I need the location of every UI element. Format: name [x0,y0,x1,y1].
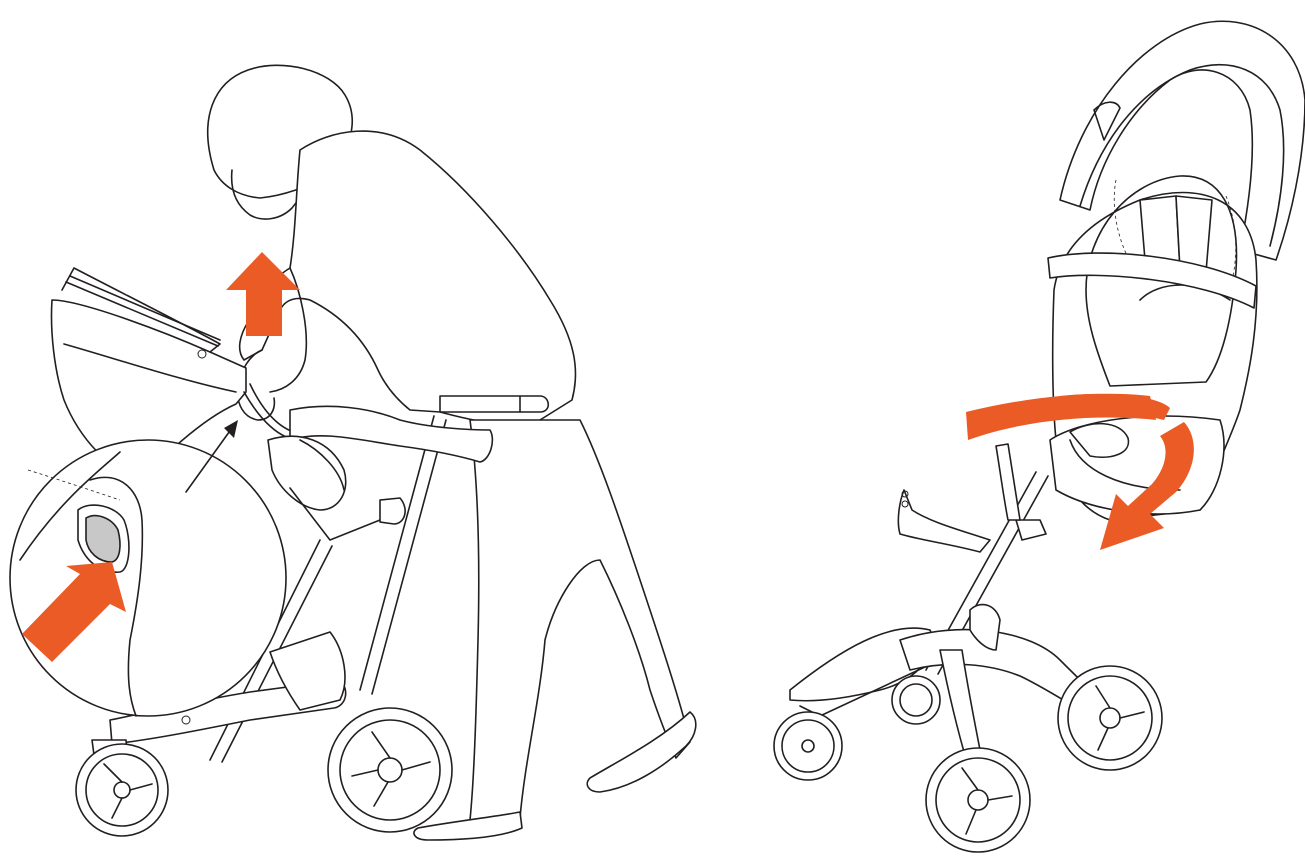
right-panel [774,21,1305,852]
left-panel [10,65,696,840]
detail-callout-magnifier [10,420,286,716]
stroller-with-bassinet [774,21,1305,852]
